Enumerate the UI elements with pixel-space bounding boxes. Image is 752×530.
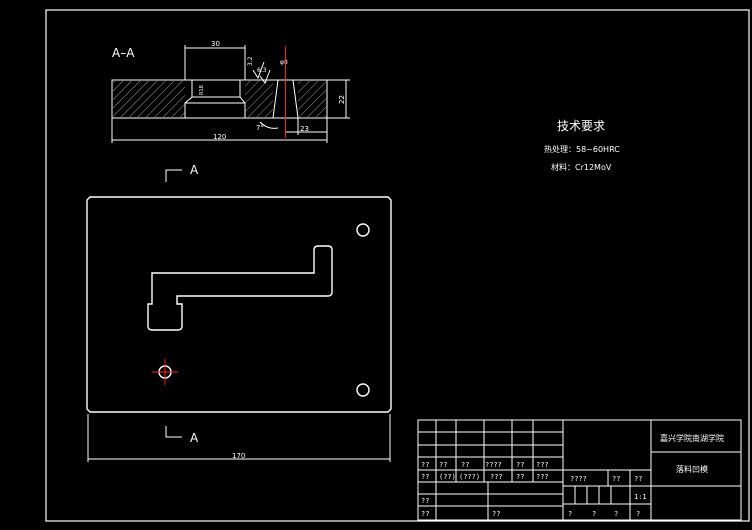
title-block <box>417 419 742 521</box>
dim-right-offset: 23 <box>300 125 309 133</box>
plan-view <box>86 196 392 413</box>
label-text: (??) <box>439 473 456 481</box>
section-hatch-right <box>298 81 326 117</box>
label-text: ?? <box>461 461 469 469</box>
school-name: 嘉兴学院南湖学院 <box>660 433 724 443</box>
tech-title: 技术要求 <box>557 119 605 133</box>
dim-angle: 7° <box>256 124 264 132</box>
section-outline <box>111 79 328 119</box>
label-text: ?? <box>421 473 429 481</box>
label-text: ?? <box>421 497 429 505</box>
dim-total-length: 120 <box>213 133 226 141</box>
pin-hole-bottom <box>356 383 370 397</box>
section-view: A–A 30 3.2 6.3 φ8 R18 22 120 23 <box>111 40 350 143</box>
section-counterbore <box>184 80 246 118</box>
section-hatch-mid <box>245 81 273 117</box>
drawing-border <box>45 9 750 522</box>
label-text: ? <box>568 510 572 518</box>
pin-hole-top <box>356 223 370 237</box>
label-text: ?? <box>492 510 500 518</box>
label-text: ?? <box>439 461 447 469</box>
dim-height: 22 <box>338 95 346 104</box>
section-tapered-hole <box>272 79 299 119</box>
scale-value: 1:1 <box>634 493 647 501</box>
plan-outline <box>86 196 392 413</box>
dim-small-c: φ8 <box>280 59 288 66</box>
plan-width-dim: 170 <box>87 414 391 462</box>
label-text: ??? <box>536 461 549 469</box>
dim-plan-width: 170 <box>232 452 245 460</box>
label-text: ?? <box>634 475 642 483</box>
section-hatch-left <box>113 81 185 117</box>
screw-hole-centermark <box>152 359 178 385</box>
label-text: A <box>190 163 199 177</box>
label-text: ? <box>636 510 640 518</box>
label-text: ?? <box>516 473 524 481</box>
label-text: ?? <box>612 475 620 483</box>
dim-top-width: 30 <box>211 40 220 48</box>
label-text: ??? <box>536 473 549 481</box>
label-text: ?? <box>516 461 524 469</box>
dim-small-a: 3.2 <box>247 56 254 66</box>
cut-marker-bottom: A <box>165 426 199 445</box>
label-text: ? <box>592 510 596 518</box>
title-block-text: 嘉兴学院南湖学院 落料凹模 ?? ?? ?? ???? ?? ??? ?? (?… <box>421 433 724 518</box>
label-text: ???? <box>485 461 502 469</box>
label-text: ?? <box>421 510 429 518</box>
label-text: ???? <box>570 475 587 483</box>
label-text: ? <box>614 510 618 518</box>
label-text: A <box>190 431 199 445</box>
section-label: A–A <box>112 46 135 60</box>
dim-small-d: R18 <box>199 85 205 95</box>
cut-marker-top: A <box>165 163 199 182</box>
label-text: ??? <box>490 473 503 481</box>
tech-heat: 热处理：58~60HRC <box>544 144 620 154</box>
dim-small-b: 6.3 <box>257 67 267 74</box>
tech-material: 材料：Cr12MoV <box>551 162 612 172</box>
tech-requirements: 技术要求 热处理：58~60HRC 材料：Cr12MoV <box>544 119 620 172</box>
label-text: ?? <box>421 461 429 469</box>
part-name: 落料凹模 <box>676 464 708 474</box>
label-text: (???) <box>459 473 480 481</box>
die-opening <box>147 245 333 331</box>
